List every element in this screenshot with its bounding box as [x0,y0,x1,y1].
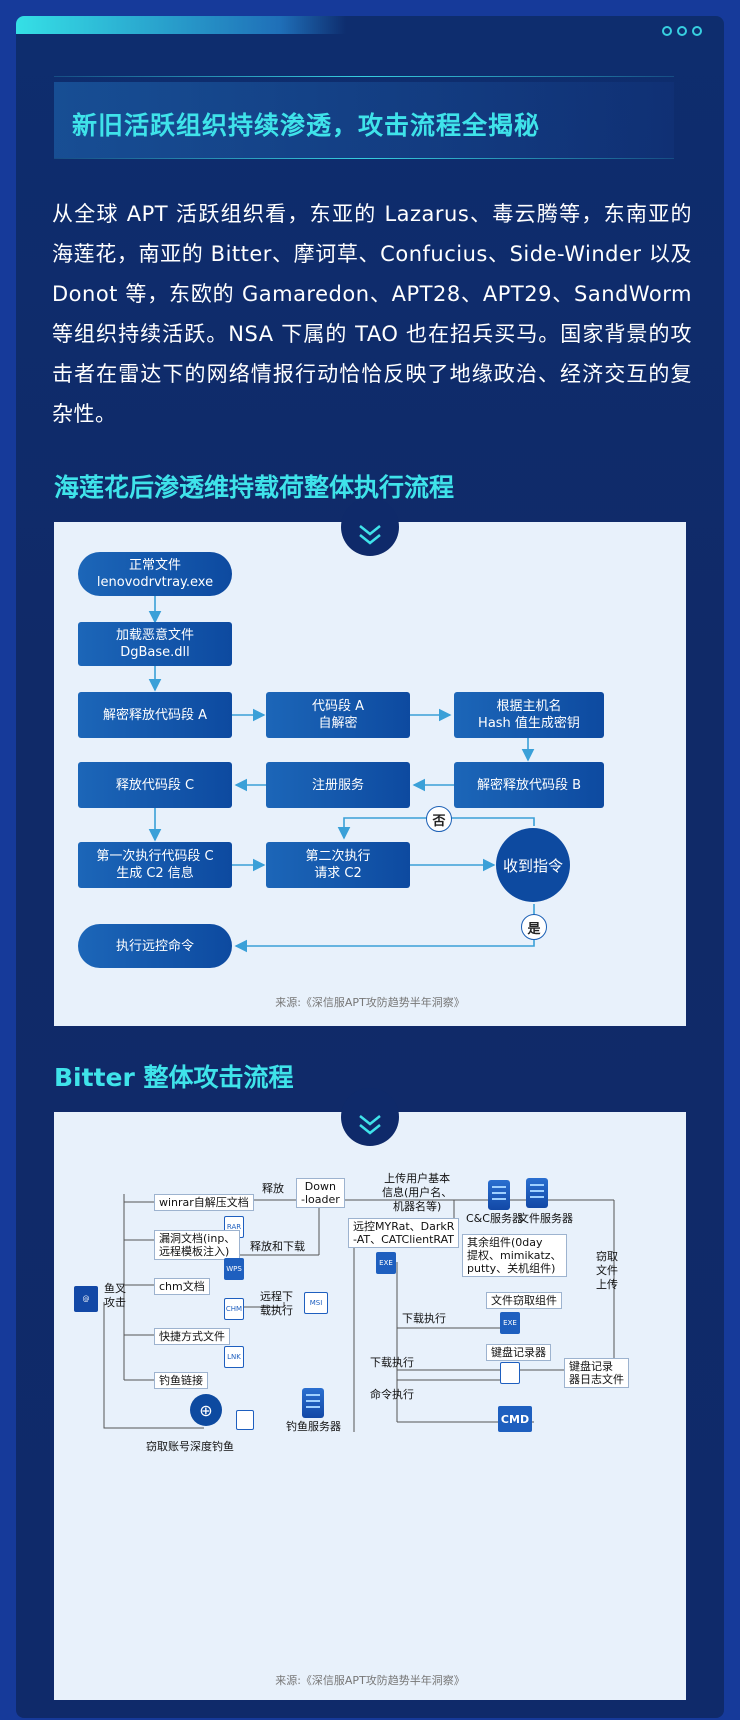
flow2-winrar: winrar自解压文档 [154,1194,254,1211]
chm-file-icon: CHM [224,1298,244,1320]
section-title-banner: 新旧活跃组织持续渗透，攻击流程全揭秘 [54,82,674,158]
flow1-source: 来源:《深信服APT攻防趋势半年洞察》 [275,996,465,1009]
flow2-phish-link: 钓鱼链接 [154,1372,208,1389]
flow2-upload-info: 上传用户基本信息(用户名、机器名等) [382,1172,453,1213]
flow2-cc-server: C&C服务器 [466,1212,523,1225]
lnk-file-icon: LNK [224,1346,244,1368]
flow1-node-register-service: 注册服务 [266,762,410,808]
exe-file-icon: EXE [500,1312,520,1334]
flow2-lnk-doc: 快捷方式文件 [154,1328,230,1345]
flow2-title: Bitter 整体攻击流程 [54,1063,294,1092]
divider [54,158,674,159]
mail-icon: @ [74,1286,98,1312]
intro-paragraph: 从全球 APT 活跃组织看，东亚的 Lazarus、毒云腾等，东南亚的海莲花，南… [52,202,692,426]
flow1-node-decrypt-a: 解密释放代码段 A [78,692,232,738]
cmd-icon: CMD [498,1406,532,1432]
flow1-no-label: 否 [426,806,452,832]
flow2-phish-server: 钓鱼服务器 [286,1420,341,1433]
top-accent-bar [16,16,346,34]
flow1-node-decrypt-b: 解密释放代码段 B [454,762,604,808]
flow1-node-second-exec: 第二次执行请求 C2 [266,842,410,888]
flow1-yes-label: 是 [521,914,547,940]
wps-file-icon: WPS [224,1258,244,1280]
flow2-vuln-doc: 漏洞文档(inp、远程模板注入) [154,1230,241,1260]
flow2-keylogger: 键盘记录器 [486,1344,551,1361]
divider [54,76,674,77]
flow1-title: 海莲花后渗透维持载荷整体执行流程 [54,473,455,502]
document-icon [236,1410,254,1430]
chevron-down-icon [341,498,399,556]
flow2-download-exec-1: 下载执行 [402,1312,446,1325]
content-card: 新旧活跃组织持续渗透，攻击流程全揭秘 从全球 APT 活跃组织看，东亚的 Laz… [16,16,724,1718]
flow2-keylog-file: 键盘记录器日志文件 [564,1358,629,1388]
flow2-spear-label: 鱼叉攻击 [104,1282,126,1309]
flow2-release-download: 释放和下载 [250,1240,305,1253]
flow2-steal-account: 窃取账号深度钓鱼 [146,1440,234,1453]
page-title: 新旧活跃组织持续渗透，攻击流程全揭秘 [72,111,541,140]
flow1-node-exec-remote: 执行远控命令 [78,924,232,968]
flow2-file-server: 文件服务器 [518,1212,573,1225]
exe-file-icon: EXE [376,1252,396,1274]
cc-server-icon [488,1180,510,1210]
flow2-download-exec-2: 下载执行 [370,1356,414,1369]
flow1-node-release-c: 释放代码段 C [78,762,232,808]
flow2-remote-download: 远程下载执行 [260,1290,293,1317]
flow1-node-receive-cmd: 收到指令 [496,828,570,902]
phish-server-icon [302,1388,324,1418]
globe-icon: ⊕ [190,1394,222,1426]
file-server-icon [526,1178,548,1208]
flow2-steal-upload: 窃取文件上传 [596,1250,618,1291]
flow2-lines [103,1194,615,1432]
flow2-downloader: Down-loader [296,1178,345,1208]
flow2-release: 释放 [262,1182,284,1195]
chevron-down-icon [341,1088,399,1146]
flow2-chm: chm文档 [154,1278,210,1295]
keylog-doc-icon [500,1362,520,1384]
flow2-cmd-exec: 命令执行 [370,1388,414,1401]
flow2-diagram: @ 鱼叉攻击 winrar自解压文档 RAR 漏洞文档(inp、远程模板注入) … [54,1112,686,1700]
flow2-stealer: 文件窃取组件 [486,1292,562,1309]
msi-file-icon: MSI [304,1292,328,1314]
more-dots-icon [662,26,702,36]
flow2-rats: 远控MYRat、DarkR-AT、CATClientRAT [348,1218,460,1248]
flow2-source: 来源:《深信服APT攻防趋势半年洞察》 [275,1674,465,1687]
